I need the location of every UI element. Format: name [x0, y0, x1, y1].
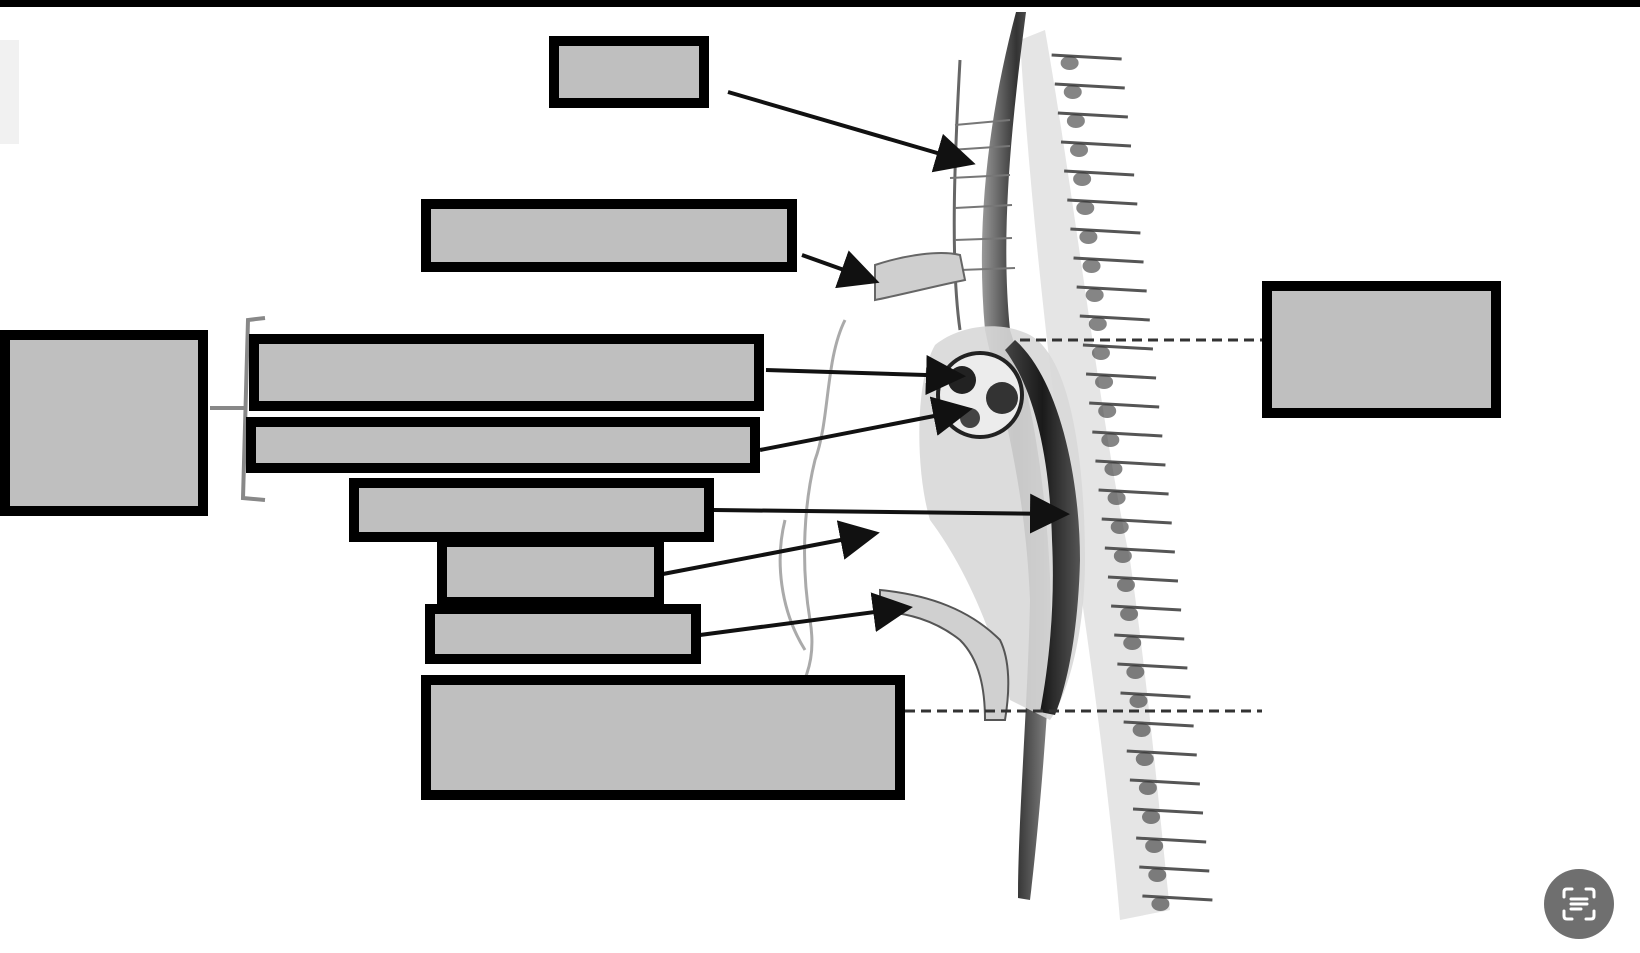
vertebra-body	[1082, 259, 1101, 273]
vertebra-body	[1104, 462, 1123, 476]
vertebra-body	[1101, 433, 1120, 447]
vertebra-tick	[1132, 807, 1204, 815]
vertebra-tick	[1082, 343, 1154, 351]
vertebra-body	[1142, 810, 1161, 824]
vertebra-body	[1129, 694, 1148, 708]
scan-text-button[interactable]	[1544, 869, 1614, 939]
arrow-1	[727, 90, 976, 173]
vertebra-tick	[1129, 778, 1200, 786]
vertebra-body	[1107, 491, 1126, 505]
vertebra-tick	[1051, 53, 1122, 61]
vertebra-tick	[1076, 285, 1147, 293]
vertebra-body	[1135, 752, 1154, 766]
pointer-arrows	[662, 90, 1070, 637]
vertebra-tick	[1095, 459, 1166, 467]
label-box-9[interactable]	[421, 675, 905, 800]
vertebra-tick	[1060, 140, 1132, 148]
vertebra-tick	[1120, 691, 1191, 699]
vertebra-body	[1088, 317, 1107, 331]
vertebra-body	[1123, 636, 1142, 650]
vertebra-tick	[1101, 517, 1172, 525]
vessel-lower	[879, 588, 1010, 721]
vertebra-tick	[1104, 546, 1175, 554]
vertebra-body	[1095, 375, 1114, 389]
vertebra-tick	[1067, 198, 1138, 206]
arrow-3	[765, 355, 966, 395]
label-box-1[interactable]	[549, 36, 709, 108]
vertebra-body	[1110, 520, 1129, 534]
vessel-upper	[874, 252, 967, 302]
vertebra-tick	[1085, 372, 1157, 380]
vertebral-column	[1020, 30, 1213, 920]
arrow-2	[801, 250, 880, 289]
vertebra-body	[1138, 781, 1157, 795]
grouping-bracket	[240, 316, 266, 502]
vertebra-tick	[1142, 894, 1213, 902]
vertebra-tick	[1117, 662, 1188, 670]
vertebra-tick	[1057, 111, 1128, 119]
vertebra-body	[1066, 114, 1085, 128]
vertebra-body	[1145, 839, 1164, 853]
intercostal-lines	[949, 119, 1016, 271]
arrow-5	[713, 493, 1070, 534]
vertebra-tick	[1073, 256, 1144, 264]
vertebra-tick	[1123, 720, 1194, 728]
vertebra-tick	[1079, 314, 1150, 322]
top-edge-bar	[0, 0, 1640, 7]
vertebra-body	[1076, 201, 1095, 215]
vertebra-tick	[1107, 575, 1179, 583]
vertebra-tick	[1089, 401, 1160, 409]
vertebra-tick	[1092, 430, 1163, 438]
label-box-6[interactable]	[349, 478, 714, 542]
edge-tab	[0, 40, 19, 144]
arrow-4	[759, 396, 973, 452]
vertebra-tick	[1070, 227, 1141, 235]
vertebra-tick	[1064, 169, 1135, 177]
vertebra-body	[1063, 85, 1082, 99]
label-box-5[interactable]	[246, 417, 760, 473]
vertebra-body	[1113, 549, 1132, 563]
vertebra-body	[1091, 346, 1110, 360]
vertebra-body	[1126, 665, 1145, 679]
vertebra-tick	[1054, 82, 1125, 90]
vertebra-tick	[1139, 865, 1210, 873]
vertebra-body	[1098, 404, 1117, 418]
vertebra-tick	[1098, 488, 1169, 496]
vertebra-body	[1073, 172, 1092, 186]
label-box-3[interactable]	[0, 330, 208, 516]
vertebra-body	[1116, 578, 1135, 592]
scan-text-icon	[1562, 887, 1596, 921]
vertebra-tick	[1136, 836, 1207, 844]
label-box-4[interactable]	[249, 334, 764, 411]
label-box-10[interactable]	[1262, 281, 1501, 418]
vertebra-tick	[1114, 633, 1185, 641]
arrow-7	[699, 592, 913, 637]
label-box-7[interactable]	[437, 537, 664, 607]
label-box-2[interactable]	[421, 199, 797, 272]
vertebra-tick	[1126, 749, 1197, 757]
nerve-strand	[952, 59, 962, 331]
vertebra-body	[1132, 723, 1151, 737]
label-box-8[interactable]	[425, 604, 701, 664]
arrow-6	[662, 520, 880, 576]
vertebra-body	[1070, 143, 1089, 157]
vertebra-tick	[1111, 604, 1182, 612]
vertebra-body	[1148, 868, 1167, 882]
vertebra-body	[1085, 288, 1104, 302]
vertebra-body	[1151, 897, 1170, 911]
vertebra-body	[1060, 56, 1079, 70]
vertebra-body	[1079, 230, 1098, 244]
vertebra-body	[1120, 607, 1139, 621]
nerve-loops	[778, 319, 847, 691]
